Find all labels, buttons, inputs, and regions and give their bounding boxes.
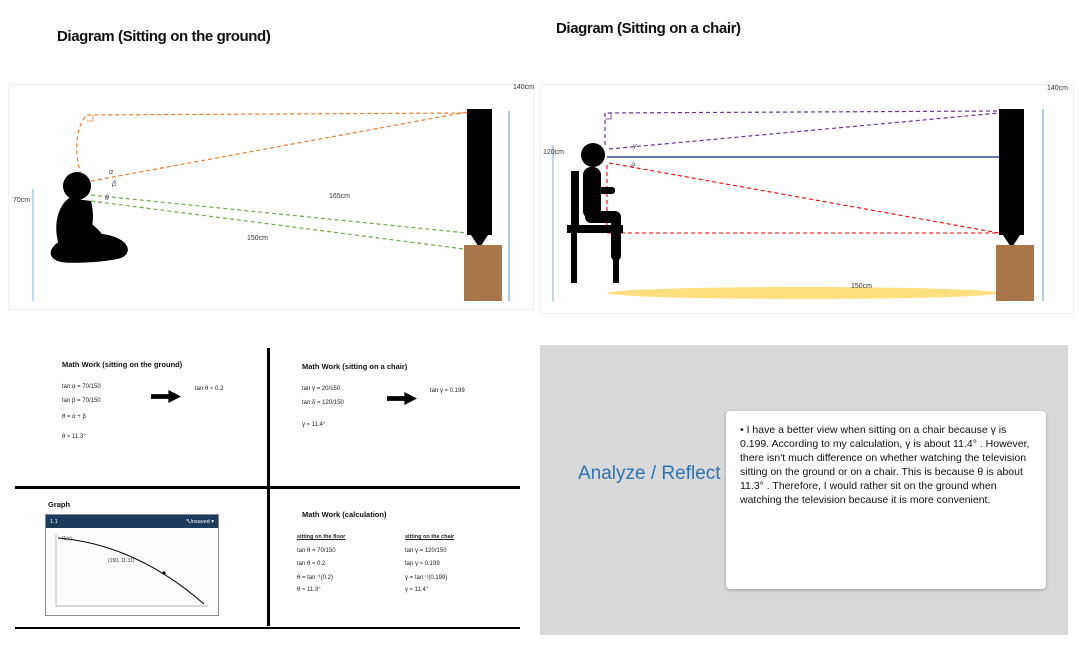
q4-title: Math Work (calculation) <box>302 510 387 519</box>
label-distance: 150cm <box>851 283 873 290</box>
q2-line: tan γ ≈ 0.199 <box>430 388 465 394</box>
graph-curve-canvas <box>55 534 208 607</box>
height-dimension-line <box>32 111 510 301</box>
diagram-sitting-ground: 140cm 70cm 150cm 165cm α β θ <box>8 84 534 310</box>
q4-col-left-header: sitting on the floor <box>297 534 346 540</box>
analyze-body: • I have a better view when sitting on a… <box>740 424 1030 507</box>
graph-point-label: (150, 11.31) <box>108 558 135 564</box>
analyze-heading: Analyze / Reflect <box>578 463 721 484</box>
q4-line: θ = tan⁻¹(0.2) <box>297 575 334 581</box>
q4-line: θ ≈ 11.3° <box>297 587 321 593</box>
tv-table <box>996 245 1034 301</box>
q1-line: θ = α + β <box>62 414 86 420</box>
q1-line: tan β = 70/150 <box>62 398 101 404</box>
label-sightline: 165cm <box>329 193 351 200</box>
label-angle-theta: θ <box>631 163 635 170</box>
analyze-panel: Analyze / Reflect • I have a better view… <box>540 345 1068 635</box>
tv-table <box>464 245 502 301</box>
chair-person-figure <box>581 143 621 261</box>
q1-line: θ ≈ 11.3° <box>62 434 86 440</box>
q4-line: tan θ ≈ 0.2 <box>297 561 326 567</box>
label-eye-height: 120cm <box>543 149 565 156</box>
mathwork-grid: Math Work (sitting on the ground) tan α … <box>15 348 520 629</box>
graph-curve <box>57 537 205 605</box>
diagram-chair-canvas <box>552 109 1044 301</box>
q4-col-right-header: sitting on the chair <box>405 534 455 540</box>
grid-bottom-line <box>15 627 520 629</box>
q4-line: tan γ ≈ 0.199 <box>405 561 440 567</box>
label-distance: 150cm <box>247 235 269 242</box>
q1-line: tan α = 70/150 <box>62 384 101 390</box>
floor-highlight <box>608 287 998 299</box>
q1-title: Math Work (sitting on the ground) <box>62 360 183 369</box>
q4-line: tan θ = 70/150 <box>297 548 336 554</box>
graph-point <box>162 571 166 575</box>
diagram-sitting-chair: 140cm 120cm 150cm γ θ <box>540 84 1074 314</box>
q1-line: tan θ ≈ 0.2 <box>195 386 224 392</box>
tv <box>467 109 492 248</box>
dimension-lines <box>552 109 1044 301</box>
tv <box>999 109 1024 248</box>
diagram-ground-canvas <box>32 109 510 301</box>
label-angle-gamma: γ <box>633 143 637 150</box>
calculator-header: 1.1 *Unsaved ▾ <box>46 515 218 528</box>
arrow-icon <box>151 390 181 403</box>
q2-line: tan δ = 120/150 <box>302 400 344 406</box>
calculator-tab-label: 1.1 <box>50 518 58 525</box>
sightline-bottom-red <box>606 162 1000 234</box>
label-angle-theta: θ <box>105 195 109 202</box>
q2-line: tan γ = 20/150 <box>302 386 341 392</box>
title-diagram-chair: Diagram (Sitting on a chair) <box>556 20 741 37</box>
sightline-bottom-green <box>90 194 468 250</box>
label-angle-beta: β <box>112 181 116 188</box>
graph-axes <box>55 534 208 607</box>
q4-line: γ ≈ 11.4° <box>405 587 429 593</box>
q2-title: Math Work (sitting on a chair) <box>302 362 408 371</box>
label-eye-height: 70cm <box>13 197 31 204</box>
sitting-person-figure <box>50 172 128 263</box>
title-diagram-ground: Diagram (Sitting on the ground) <box>57 28 271 45</box>
calculator-screenshot: 1.1 *Unsaved ▾ f1(x) (150, 11.31) <box>45 514 219 616</box>
calculator-doc-label: *Unsaved ▾ <box>185 518 214 525</box>
label-tv-height: 140cm <box>513 84 535 91</box>
label-tv-height: 140cm <box>1047 85 1069 92</box>
graph-fn-label: f1(x) <box>62 536 72 542</box>
sightline-top-purple <box>604 110 1000 150</box>
label-angle-alpha: α <box>109 169 113 176</box>
sightline-top-orange <box>76 111 468 182</box>
q2-line: γ ≈ 11.4° <box>302 422 326 428</box>
analyze-card: • I have a better view when sitting on a… <box>726 411 1046 589</box>
grid-horizontal-divider <box>15 486 520 489</box>
arrow-icon <box>387 392 417 405</box>
q3-title: Graph <box>48 500 71 509</box>
q4-line: γ = tan⁻¹(0.199) <box>405 575 448 581</box>
calculator-plot: f1(x) (150, 11.31) <box>46 528 218 613</box>
q4-line: tan γ = 120/150 <box>405 548 447 554</box>
